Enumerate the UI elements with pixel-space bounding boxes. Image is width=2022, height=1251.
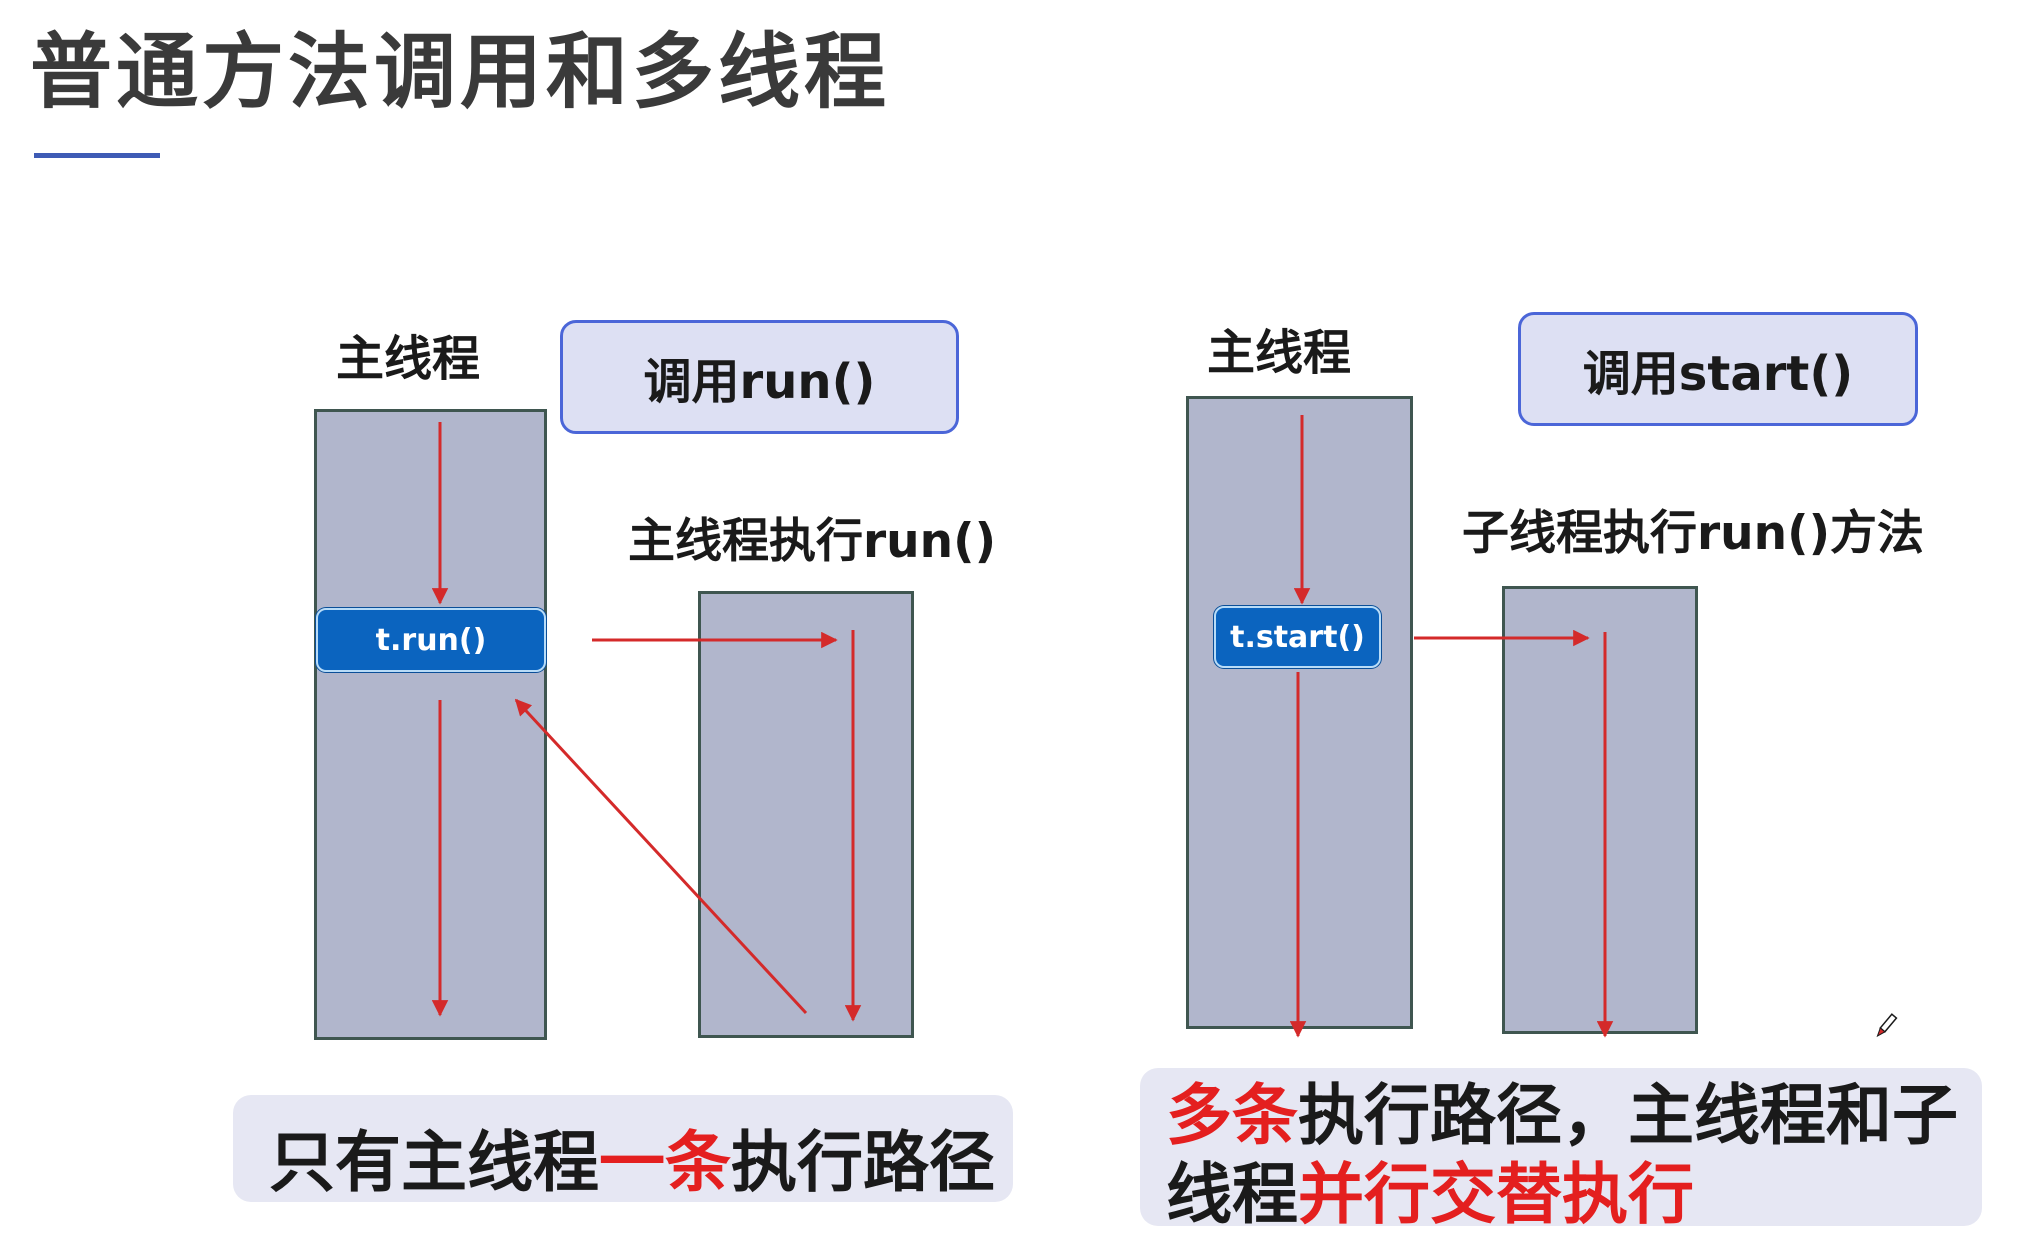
left-exec-run-label: 主线程执行run() <box>628 514 997 569</box>
right-summary-part2: 线程 <box>1166 1156 1298 1234</box>
right-exec-run-label: 子线程执行run()方法 <box>1462 506 1925 561</box>
page-title: 普通方法调用和多线程 <box>30 25 891 120</box>
left-t-run-label: t.run() <box>375 622 487 658</box>
right-t-start-label: t.start() <box>1230 619 1365 655</box>
right-summary-part1: 执行路径，主线程和子 <box>1298 1077 1958 1154</box>
left-call-run-label: 调用run() <box>643 354 876 410</box>
left-summary-highlight: 一条 <box>599 1124 731 1201</box>
left-summary-part1: 只有主线程 <box>269 1124 599 1201</box>
right-summary-box: 多条执行路径，主线程和子 线程并行交替执行 <box>1140 1068 1982 1233</box>
left-call-run-box: 调用run() <box>560 320 959 434</box>
right-summary-line1: 多条执行路径，主线程和子 <box>1166 1076 1982 1155</box>
left-main-thread-bar <box>314 409 547 1040</box>
left-summary-box: 只有主线程一条执行路径 <box>233 1095 1013 1202</box>
left-summary-part2: 执行路径 <box>731 1124 995 1201</box>
right-summary-highlight1: 多条 <box>1166 1077 1298 1154</box>
right-call-start-label: 调用start() <box>1582 346 1854 402</box>
left-main-thread-label: 主线程 <box>336 331 481 387</box>
right-t-start-box: t.start() <box>1214 606 1381 668</box>
pen-cursor-icon <box>1876 1013 1898 1038</box>
right-summary-line2: 线程并行交替执行 <box>1166 1155 1982 1234</box>
right-call-start-box: 调用start() <box>1518 312 1918 426</box>
left-t-run-box: t.run() <box>316 608 546 672</box>
title-underline <box>34 153 160 158</box>
left-run-bar <box>698 591 914 1038</box>
right-main-thread-label: 主线程 <box>1207 325 1352 381</box>
right-summary-highlight2: 并行交替执行 <box>1298 1156 1694 1234</box>
right-main-thread-bar <box>1186 396 1413 1029</box>
right-sub-thread-bar <box>1502 586 1698 1034</box>
